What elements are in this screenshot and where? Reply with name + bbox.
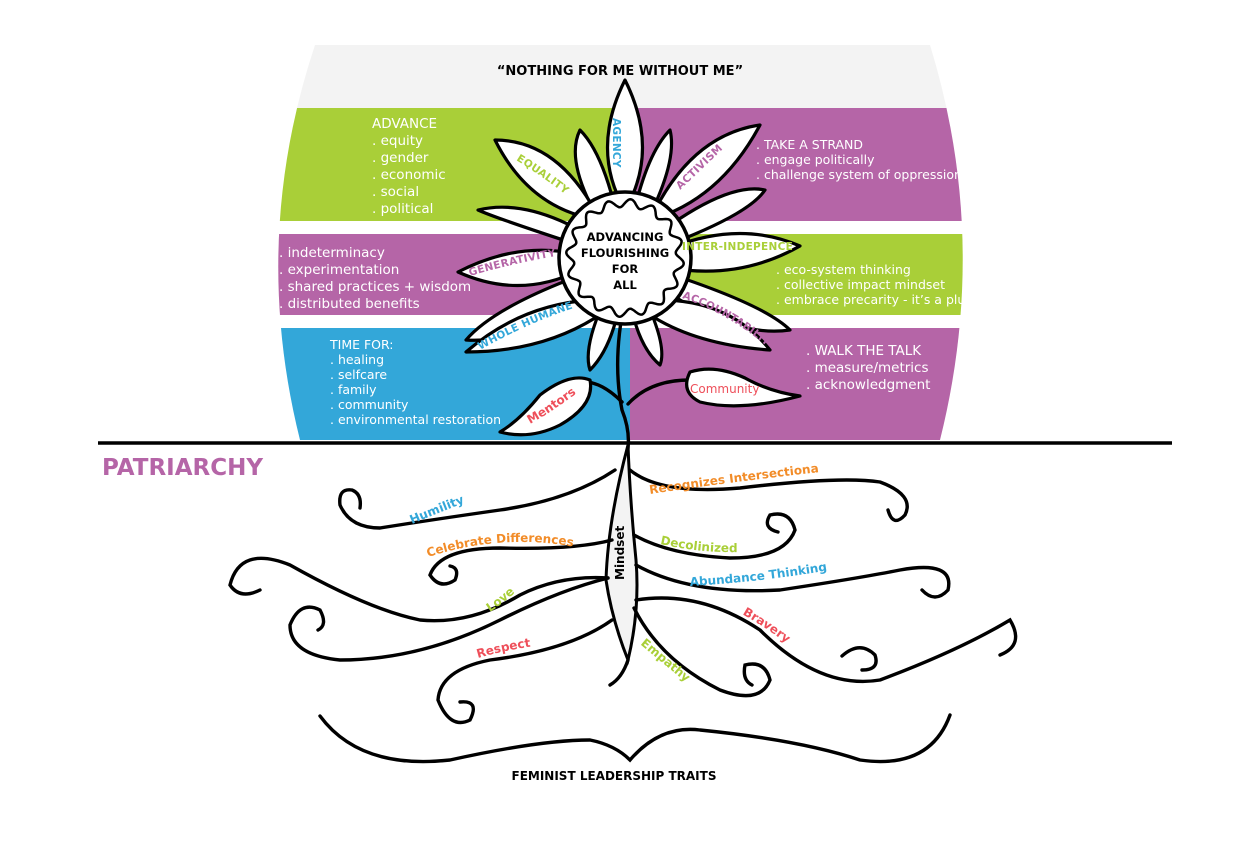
petal-label-inter-independence: INTER-INDEPENCE — [682, 241, 793, 253]
taproot-label: Mindset — [613, 526, 627, 580]
petal-generativity — [456, 248, 582, 288]
center-line: FLOURISHING — [581, 246, 669, 260]
interdependence-item: . collective impact mindset — [776, 277, 945, 292]
generativity-item: . distributed benefits — [279, 296, 420, 312]
root-recognizes-intersectional — [628, 468, 909, 523]
svg-text:Empathy: Empathy — [638, 636, 693, 685]
svg-text:Humility: Humility — [408, 492, 466, 526]
petal-accountability — [653, 298, 772, 352]
root-label-empathy: Empathy — [638, 636, 693, 685]
eco-system-list: . eco-system thinking . collective impac… — [776, 262, 977, 307]
root-empathy — [632, 606, 772, 698]
generativity-item: . experimentation — [279, 262, 399, 278]
interdependence-item: . eco-system thinking — [776, 262, 911, 277]
svg-text:Bravery: Bravery — [741, 605, 794, 646]
advance-item: . social — [372, 184, 419, 200]
root-abundance-thinking — [634, 563, 951, 599]
advance-heading: ADVANCE — [372, 116, 437, 132]
flower-center — [557, 190, 693, 326]
strand-item: . challenge system of oppression — [756, 167, 962, 182]
leaf-community: Community — [685, 367, 802, 408]
time-for-item: . healing — [330, 352, 384, 367]
root-curl — [840, 646, 878, 672]
stem — [615, 298, 631, 450]
leaf-label-community: Community — [690, 382, 759, 396]
leaf-mentors: Mentors — [498, 376, 593, 437]
petal-agency — [605, 78, 645, 212]
time-for-list: TIME FOR: . healing . selfcare . family … — [329, 337, 501, 427]
root-respect — [436, 618, 614, 725]
root-bravery — [634, 596, 1018, 684]
center-line: FOR — [612, 262, 639, 276]
svg-text:Decolinized: Decolinized — [659, 533, 737, 555]
advance-list: ADVANCE . equity . gender . economic . s… — [372, 116, 446, 217]
petal-activism — [648, 123, 762, 222]
petal-inter-independence — [668, 231, 802, 273]
walk-item: . measure/metrics — [806, 360, 929, 376]
stem-branch-right — [626, 378, 692, 406]
generativity-item: . shared practices + wisdom — [279, 279, 471, 295]
advance-item: . gender — [372, 150, 429, 166]
time-for-item: . family — [330, 382, 377, 397]
interdependence-item: . embrace precarity - it’s a plus! — [776, 292, 977, 307]
bottom-brace — [318, 713, 952, 764]
root-label-bravery: Bravery — [741, 605, 794, 646]
generativity-item: . indeterminacy — [279, 245, 385, 261]
root-label-humility: Humility — [408, 492, 466, 526]
walk-the-talk-list: . WALK THE TALK . measure/metrics . ackn… — [806, 343, 930, 393]
time-for-item: . environmental restoration — [330, 412, 501, 427]
root-humility — [338, 468, 617, 530]
time-for-heading: TIME FOR: — [329, 337, 394, 352]
time-for-item: . community — [330, 397, 409, 412]
flower-center-wavy-ring — [565, 198, 685, 318]
advance-item: . political — [372, 201, 433, 217]
time-for-item: . selfcare — [330, 367, 387, 382]
root-love-upper — [228, 556, 610, 623]
walk-item: . WALK THE TALK — [806, 343, 922, 359]
center-line: ADVANCING — [587, 230, 664, 244]
quote-heading: “NOTHING FOR ME WITHOUT ME” — [497, 64, 743, 79]
advance-item: . economic — [372, 167, 446, 183]
petal-whole-humaneness — [464, 298, 597, 354]
root-celebrate-differences — [428, 538, 614, 586]
patriarchy-label: PATRIARCHY — [102, 455, 263, 481]
petal-label-agency: AGENCY — [610, 118, 622, 168]
root-love-lower — [288, 576, 610, 662]
walk-item: . acknowledgment — [806, 377, 930, 393]
advance-item: . equity — [372, 133, 423, 149]
root-label-decolonized: Decolinized — [659, 533, 737, 555]
take-a-strand-list: . TAKE A STRAND . engage politically . c… — [756, 137, 962, 182]
center-line: ALL — [613, 278, 637, 292]
indeterminacy-list: . indeterminacy . experimentation . shar… — [279, 245, 471, 312]
root-decolonized — [632, 512, 797, 560]
strand-item: . TAKE A STRAND — [756, 137, 863, 152]
feminist-leadership-traits-label: FEMINIST LEADERSHIP TRAITS — [512, 769, 717, 783]
petal-equality — [493, 138, 602, 222]
taproot-tip — [608, 658, 630, 687]
strand-item: . engage politically — [756, 152, 875, 167]
